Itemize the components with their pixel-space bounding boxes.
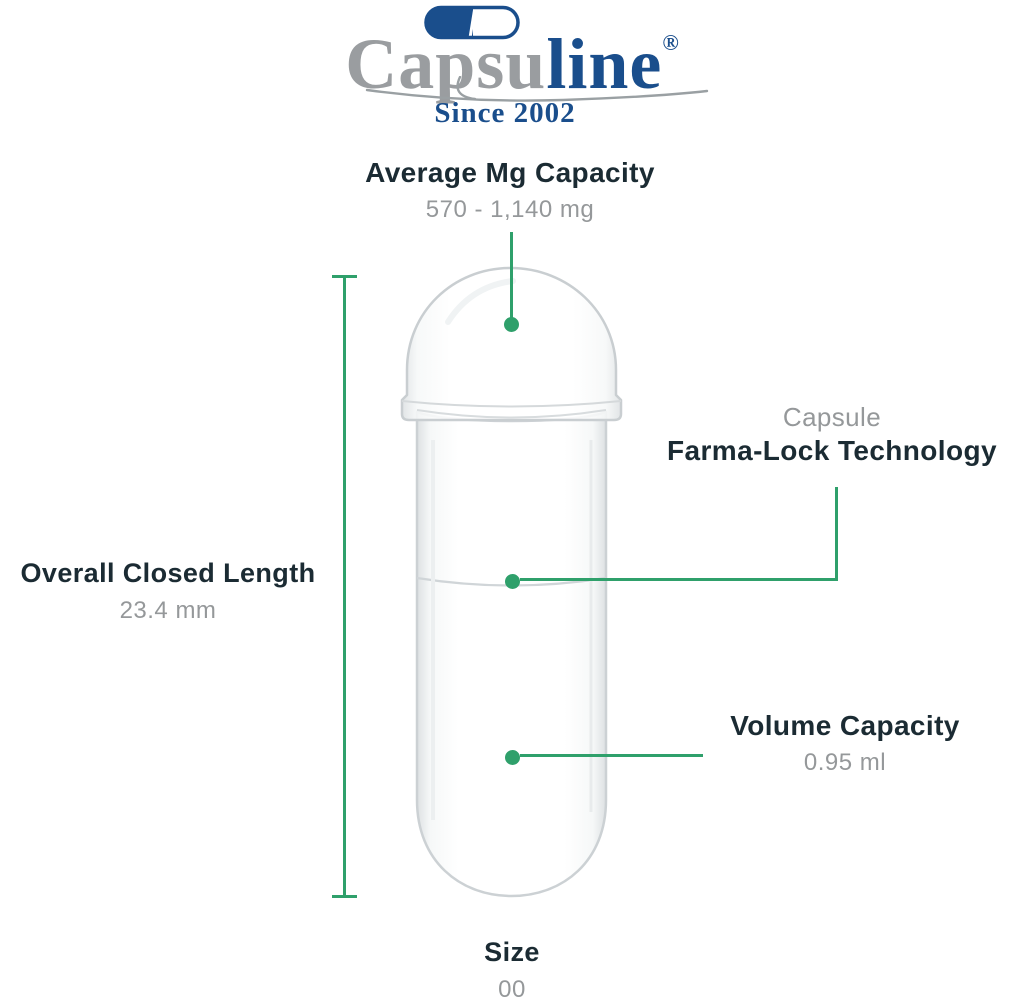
registered-mark-icon: ® [662, 30, 679, 55]
cap-rim-line [401, 400, 622, 408]
callout-size: Size 00 [312, 936, 712, 1003]
brand-tagline: Since 2002 [434, 97, 576, 129]
mg-capacity-title: Average Mg Capacity [365, 157, 655, 188]
farma-lock-pointer-horizontal [520, 578, 838, 581]
capsule-illustration [400, 266, 623, 898]
dome-highlight [445, 278, 516, 325]
length-measure-cap-top [332, 275, 357, 278]
green-dot-marker-farma [505, 574, 520, 589]
brand-logo: Capsuline® [212, 28, 812, 100]
volume-pointer-line [520, 754, 703, 757]
callout-volume-capacity: Volume Capacity 0.95 ml [690, 708, 1000, 777]
size-value: 00 [498, 975, 526, 1003]
length-measure-line [343, 277, 346, 897]
callout-farma-lock: Capsule Farma-Lock Technology [640, 402, 1024, 468]
callout-mg-capacity: Average Mg Capacity 570 - 1,140 mg [260, 155, 760, 224]
overall-length-value: 23.4 mm [119, 596, 217, 624]
size-title: Size [484, 937, 540, 967]
overall-length-title: Overall Closed Length [20, 558, 316, 588]
length-measure-cap-bottom [332, 895, 357, 898]
farma-lock-prefix: Capsule [782, 402, 882, 432]
farma-lock-pointer-vertical [835, 487, 838, 581]
logo-underline-swoosh [365, 76, 709, 102]
body-mouth-line [416, 409, 607, 419]
capsule-pill-icon [424, 5, 520, 40]
callout-overall-length: Overall Closed Length 23.4 mm [0, 557, 336, 625]
mg-capacity-value: 570 - 1,140 mg [425, 196, 595, 223]
farma-lock-title: Farma-Lock Technology [667, 435, 997, 466]
brand-name-blue: line [546, 24, 663, 104]
volume-capacity-title: Volume Capacity [730, 710, 960, 741]
green-dot-marker-mg [504, 317, 519, 332]
volume-capacity-value: 0.95 ml [803, 749, 887, 776]
capsule-body [415, 410, 608, 898]
mg-capacity-pointer-line [510, 232, 513, 320]
brand-name-gray: Capsu [345, 24, 547, 104]
green-dot-marker-volume [505, 750, 520, 765]
